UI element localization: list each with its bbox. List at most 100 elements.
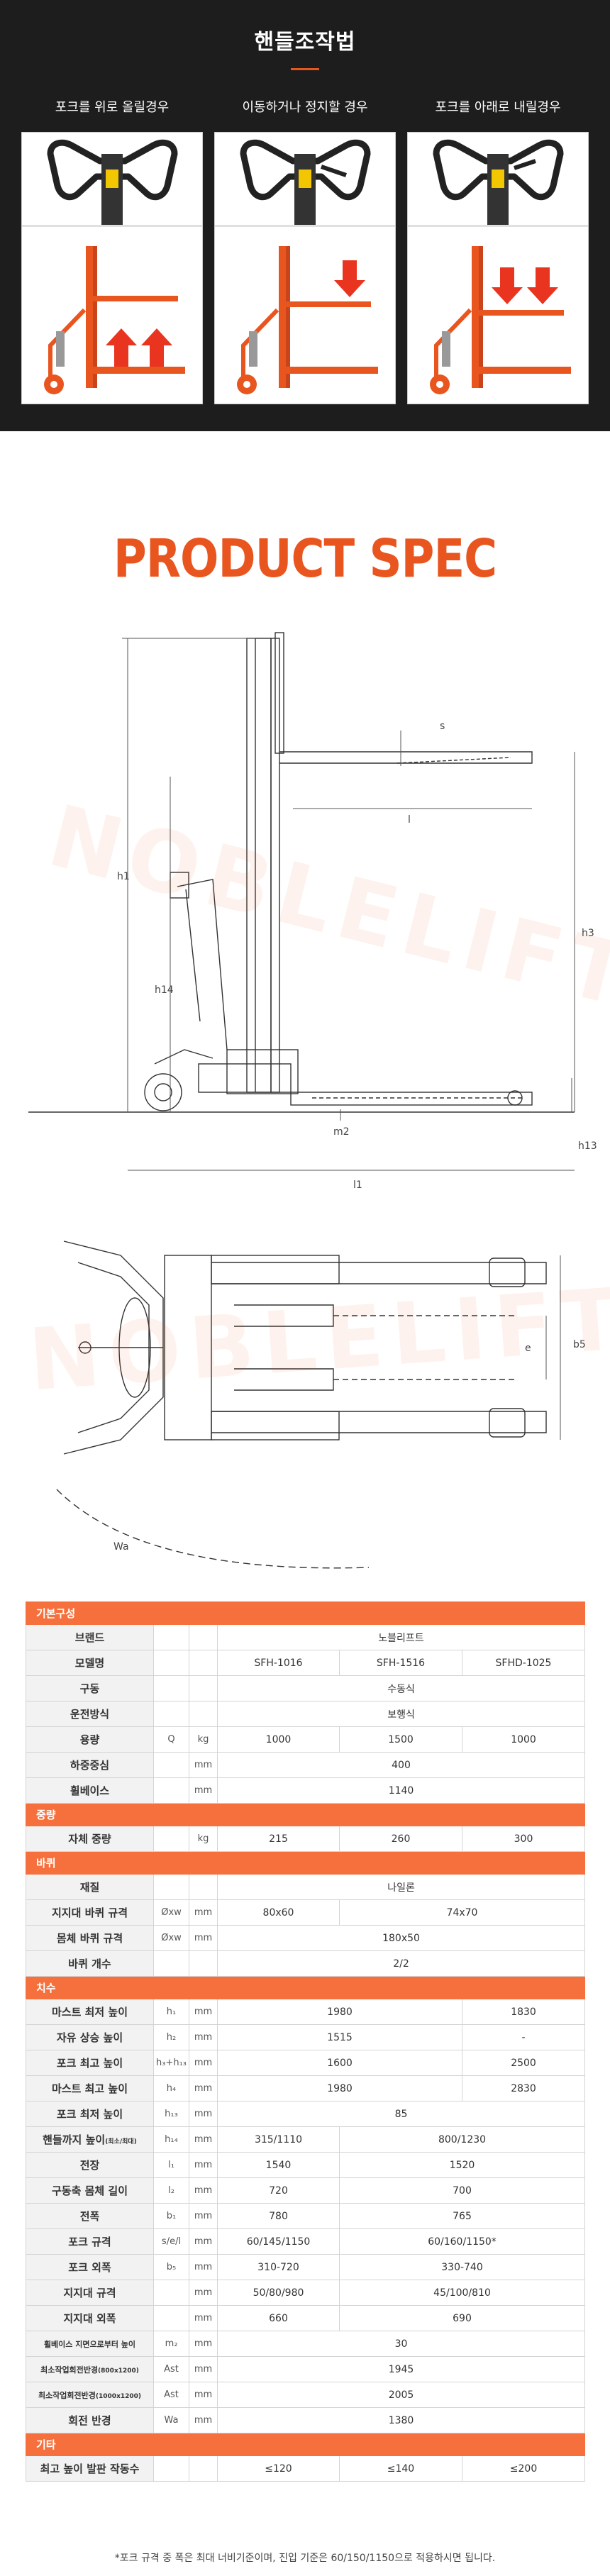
- spec-label: 자체 중량: [26, 1826, 154, 1852]
- spec-label-text: 회전 반경: [68, 2414, 111, 2427]
- spec-label: 최고 높이 발판 작동수: [26, 2455, 154, 2482]
- spec-value: 1515: [217, 2024, 462, 2050]
- spec-value: 1380: [216, 2407, 586, 2433]
- mode-illustration: [214, 132, 396, 404]
- dim-wa: Wa: [113, 1541, 129, 1553]
- spec-unit: mm: [189, 1899, 218, 1926]
- spec-label-text: 전장: [79, 2159, 100, 2172]
- spec-symbol: Øxw: [153, 1899, 189, 1926]
- spec-symbol: [153, 1701, 189, 1727]
- spec-symbol: [153, 1675, 189, 1701]
- spec-value: 800/1230: [338, 2126, 586, 2153]
- mode-illustration: [21, 132, 203, 404]
- spec-label: 지지대 외폭: [26, 2305, 154, 2331]
- spec-label: 몸체 바퀴 규격: [26, 1925, 154, 1951]
- title-underline: [291, 68, 319, 70]
- spec-symbol: [153, 2455, 189, 2482]
- spec-label-text: 핸들까지 높이: [43, 2133, 106, 2146]
- spec-value: 700: [338, 2177, 586, 2204]
- spec-label-text: 마스트 최저 높이: [51, 2006, 128, 2019]
- spec-unit: [189, 1701, 218, 1727]
- spec-unit: mm: [189, 1999, 218, 2025]
- spec-label-text: 최소작업회전반경: [40, 2365, 99, 2375]
- spec-label: 포크 최고 높이: [26, 2050, 154, 2076]
- spec-section-header: 기타: [25, 2433, 586, 2456]
- spec-label: 바퀴 개수: [26, 1950, 154, 1977]
- spec-symbol: [153, 1826, 189, 1852]
- mode-illustration: [407, 132, 589, 404]
- stacker-side-icon: [237, 246, 378, 394]
- spec-value: 720: [217, 2177, 340, 2204]
- spec-symbol: h₁₃: [153, 2101, 189, 2127]
- spec-section-header: 중량: [25, 1803, 586, 1826]
- section-title: 치수: [25, 1976, 586, 1999]
- spec-value: 1520: [338, 2152, 586, 2178]
- spec-label: 자유 상승 높이: [26, 2024, 154, 2050]
- spec-label-text: 전폭: [79, 2210, 100, 2223]
- dim-h1: h1: [117, 871, 130, 882]
- dim-h13: h13: [578, 1140, 597, 1152]
- spec-label: 지지대 규격: [26, 2280, 154, 2306]
- handle-icon: [47, 139, 178, 225]
- spec-row: 최고 높이 발판 작동수≤120≤140≤200: [26, 2455, 586, 2482]
- spec-symbol: Ast: [153, 2356, 189, 2382]
- spec-section-header: 치수: [25, 1976, 586, 1999]
- spec-value: 50/80/980: [217, 2280, 340, 2306]
- dim-s: s: [440, 721, 445, 732]
- stacker-side-icon: [44, 246, 185, 394]
- spec-label: 휠베이스 지면으로부터 높이: [26, 2331, 154, 2357]
- spec-symbol: Q: [153, 1726, 189, 1753]
- spec-unit: [189, 2455, 218, 2482]
- spec-label-text: 포크 최고 높이: [56, 2057, 123, 2070]
- spec-label: 포크 외폭: [26, 2254, 154, 2280]
- arrow-up-icon: [106, 328, 172, 367]
- handle-icon: [240, 139, 371, 225]
- section-title: 바퀴: [25, 1851, 586, 1875]
- spec-label: 전장: [26, 2152, 154, 2178]
- spec-symbol: h₃+h₁₃: [153, 2050, 189, 2076]
- spec-value: 180x50: [216, 1925, 586, 1951]
- spec-label: 마스트 최저 높이: [26, 1999, 154, 2025]
- spec-label-text: 최소작업회전반경: [38, 2390, 96, 2400]
- spec-value: 690: [338, 2305, 586, 2331]
- spec-value: 2/2: [216, 1950, 586, 1977]
- section-title: 중량: [25, 1803, 586, 1826]
- spec-value: SFH-1016: [217, 1650, 340, 1676]
- spec-section-header: 기본구성: [25, 1601, 586, 1625]
- spec-label: 지지대 바퀴 규격: [26, 1899, 154, 1926]
- spec-value: 30: [216, 2331, 586, 2357]
- handle-operation-title: 핸들조작법: [254, 30, 356, 55]
- spec-unit: [189, 1650, 218, 1676]
- spec-value: 765: [338, 2203, 586, 2229]
- spec-unit: mm: [189, 1752, 218, 1778]
- spec-label-text: 포크 규격: [68, 2236, 111, 2248]
- spec-value: ≤120: [217, 2455, 340, 2482]
- spec-value: 400: [216, 1752, 586, 1778]
- spec-value: 260: [339, 1826, 462, 1852]
- spec-value: 60/145/1150: [217, 2228, 340, 2255]
- spec-label: 최소작업회전반경(800x1200): [26, 2356, 154, 2382]
- spec-symbol: m₂: [153, 2331, 189, 2357]
- spec-value: 1830: [461, 1999, 586, 2025]
- spec-value: 45/100/810: [338, 2280, 586, 2306]
- spec-value: 1980: [217, 1999, 462, 2025]
- spec-unit: mm: [189, 1925, 218, 1951]
- spec-label: 회전 반경: [26, 2407, 154, 2433]
- spec-unit: mm: [189, 2382, 218, 2408]
- top-view-drawing: NOBLELIFT: [0, 1234, 610, 1589]
- spec-value: SFH-1516: [339, 1650, 462, 1676]
- spec-value: 330-740: [338, 2254, 586, 2280]
